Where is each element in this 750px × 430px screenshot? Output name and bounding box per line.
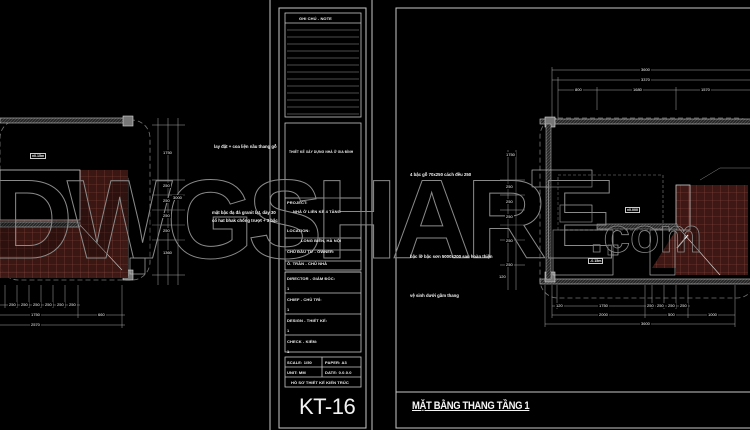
director-value: 1 <box>287 286 290 291</box>
dim: 250 <box>505 214 514 219</box>
project-value: NHÀ Ở LIỀN KỀ 4 TẦNG <box>293 209 341 214</box>
dim: 250 <box>162 198 171 203</box>
dim: 1570 <box>700 87 711 92</box>
dim: 120 <box>555 303 564 308</box>
drawing-title: MẶT BẰNG THANG TẦNG 1 <box>412 400 530 412</box>
dim: 250 <box>656 303 665 308</box>
location-value: LONG BIÊN, HÀ NỘI <box>301 238 342 243</box>
dim: 1680 <box>632 87 643 92</box>
dim: 800 <box>574 87 583 92</box>
dim: 250 <box>505 262 514 267</box>
dim: 3370 <box>640 77 651 82</box>
dim: 250 <box>679 303 688 308</box>
check-label: CHECK - KIỂM: <box>287 339 318 344</box>
dim: 1750 <box>162 150 173 155</box>
check-value: 1 <box>287 349 290 354</box>
dim: 1750 <box>30 312 41 317</box>
title-block: GHI CHÚ - NOTE THIẾT KẾ XÂY DỰNG NHÀ Ở G… <box>279 8 366 428</box>
paper-value: PAPER: A3 <box>325 360 347 365</box>
design-label: DESIGN - THIẾT KẾ: <box>287 318 328 323</box>
project-label: PROJECT: <box>287 200 308 205</box>
dim: 2570 <box>30 322 41 327</box>
owner-value: Ô. TRẦN - CHỦ NHÀ <box>287 261 328 266</box>
left-floor-plan-annotations: ±0.15m lay đặt + coa liện nầu thang gỗ m… <box>0 0 278 430</box>
sheet-frame <box>269 0 750 430</box>
dim: 1750 <box>505 152 516 157</box>
right-note-1: 4 bậc gỗ 70x250 cách đều 250 <box>410 172 472 177</box>
date-value: DATE: 0.0.0.0 <box>325 370 352 375</box>
dossier-label: HỒ SƠ THIẾT KẾ KIẾN TRÚC <box>291 380 349 385</box>
dim: 250 <box>162 213 171 218</box>
title-block-frame <box>284 12 362 388</box>
company-name: THIẾT KẾ XÂY DỰNG NHÀ Ở GIA ĐÌNH <box>289 150 354 154</box>
svg-text:DWGSHARE: DWGSHARE <box>0 157 612 282</box>
dim: 250 <box>505 238 514 243</box>
dim: 250 <box>505 184 514 189</box>
left-note-1: lay đặt + coa liện nầu thang gỗ <box>214 144 277 149</box>
dim: 3000 <box>172 195 183 200</box>
left-floor-plan <box>0 115 185 328</box>
location-label: LOCATION: <box>287 228 310 233</box>
watermark-outline: DWGSHARE .com <box>0 157 702 283</box>
dim: 250 <box>20 302 29 307</box>
unit-value: UNIT: MM <box>287 370 306 375</box>
dim: 1750 <box>598 303 609 308</box>
dim: 250 <box>667 303 676 308</box>
left-note-3: cổ hat bhak chống trượt + 3 bậc <box>212 218 278 223</box>
dim: 250 <box>162 228 171 233</box>
dim: 3600 <box>640 321 651 326</box>
dim: 500 <box>667 312 676 317</box>
dim: 250 <box>68 302 77 307</box>
chief-label: CHIEF - CHỦ TRÌ: <box>287 297 322 302</box>
dim: 250 <box>646 303 655 308</box>
dim: 250 <box>505 199 514 204</box>
left-note-2: mặt bậc đạ đá granit lạt, dày 30 <box>212 210 276 215</box>
owner-label: CHỦ ĐẦU TƯ - OWNER: <box>287 249 335 254</box>
right-note-3: vệ sinh dưới gầm thang <box>410 293 459 298</box>
dim: 1360 <box>162 250 173 255</box>
right-note-2: bậc lỡ bậc sơn 5000x200 sau hoàn thiện <box>410 254 493 259</box>
design-value: 1 <box>287 328 290 333</box>
dim: 250 <box>8 302 17 307</box>
svg-text:.com: .com <box>590 210 702 263</box>
dim: 250 <box>162 183 171 188</box>
dim: 250 <box>56 302 65 307</box>
dim: 250 <box>44 302 53 307</box>
scale-value: SCALE: 1/50 <box>287 360 312 365</box>
level-tag: ±0.15m <box>30 153 47 159</box>
chief-value: 1 <box>287 307 290 312</box>
dim: 120 <box>498 274 507 279</box>
sheet-code: KT-16 <box>299 394 356 419</box>
level-tag: ±0.000 <box>625 207 640 213</box>
level-tag: -0.15m <box>588 258 604 264</box>
dim: 660 <box>97 312 106 317</box>
dim: 2000 <box>598 312 609 317</box>
dim: 3600 <box>640 67 651 72</box>
director-label: DIRECTOR - GIÁM ĐỐC: <box>287 276 336 281</box>
notes-header: GHI CHÚ - NOTE <box>299 16 332 21</box>
dim: 250 <box>32 302 41 307</box>
dim: 1000 <box>707 312 718 317</box>
